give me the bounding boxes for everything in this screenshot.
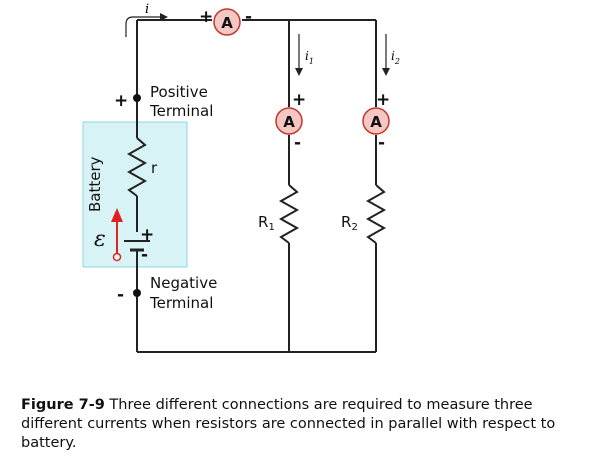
ammeter-branch-1: A [275,107,303,135]
ammeter-1-plus: + [292,90,306,110]
current-arrow-2 [382,34,390,76]
negative-terminal-sign: - [117,285,124,305]
ammeter-main-plus: + [199,7,213,27]
r1-label: R1 [258,213,275,233]
current-2-label: i2 [391,49,400,66]
battery-label: Battery [86,156,104,212]
negative-terminal-label-1: Negative [150,274,217,292]
positive-terminal-sign: + [114,91,128,111]
battery-minus-sign: - [141,245,148,265]
emf-arrow [111,208,123,262]
ammeter-branch-2: A [362,107,390,135]
ammeter-main: A [213,8,241,36]
figure-caption-text: Three different connections are required… [21,397,556,451]
emf-label: ε [94,227,106,252]
wires [124,19,387,353]
internal-resistance-label: r [151,159,158,177]
negative-terminal-node [133,289,141,297]
resistor-r1 [278,184,300,244]
ammeter-1-minus: - [294,133,301,153]
resistor-r2 [365,184,387,244]
ammeter-main-minus: - [245,7,252,27]
current-arrow-total [125,13,168,37]
current-arrow-1 [295,34,303,76]
current-total-label: i [145,2,149,17]
svg-text:A: A [283,113,295,131]
current-1-label: i1 [305,49,314,66]
svg-text:A: A [221,14,233,32]
battery-plus-sign: + [140,225,154,245]
r2-label: R2 [341,213,358,233]
internal-resistor-r [126,137,148,197]
negative-terminal-label-2: Terminal [149,294,213,312]
ammeter-2-plus: + [376,90,390,110]
svg-text:A: A [370,113,382,131]
positive-terminal-node [133,94,141,102]
figure-caption: Figure 7-9 Three different connections a… [21,396,586,453]
figure-number: Figure 7-9 [21,397,105,413]
positive-terminal-label-1: Positive [150,83,208,101]
ammeter-2-minus: - [378,133,385,153]
positive-terminal-label-2: Terminal [149,102,213,120]
